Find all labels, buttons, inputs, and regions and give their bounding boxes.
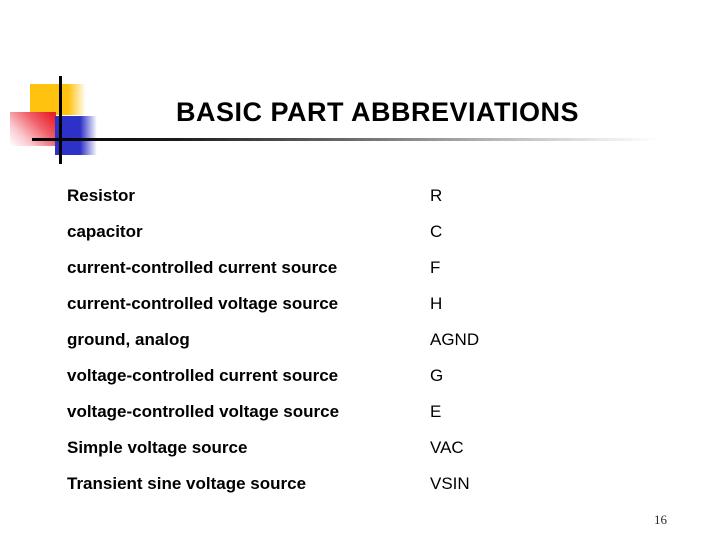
abbreviation-row: Simple voltage source VAC [67, 430, 627, 466]
page-number: 16 [654, 512, 667, 527]
part-name-label: voltage-controlled voltage source [67, 402, 340, 421]
title-underline-rule [32, 138, 680, 141]
part-abbreviation-label: VAC [430, 438, 464, 457]
part-abbreviation-label: VSIN [430, 474, 470, 493]
part-abbreviation-label: E [430, 402, 442, 421]
part-abbreviation-label: H [430, 294, 443, 313]
decoration-yellow-square [30, 84, 86, 115]
part-abbreviation-label: C [430, 222, 443, 241]
abbreviation-list: Resistor R capacitor C current-controlle… [67, 178, 627, 502]
abbreviation-row: current-controlled voltage source H [67, 286, 627, 322]
part-name-label: capacitor [67, 222, 143, 241]
abbreviation-row: ground, analog AGND [67, 322, 627, 358]
part-name-label: voltage-controlled current source [67, 366, 339, 385]
abbreviation-row: voltage-controlled current source G [67, 358, 627, 394]
part-abbreviation-label: AGND [430, 330, 480, 349]
abbreviation-row: Transient sine voltage source VSIN [67, 466, 627, 502]
decoration-blue-square [55, 116, 97, 155]
part-abbreviation-label: R [430, 186, 443, 205]
abbreviation-row: voltage-controlled voltage source E [67, 394, 627, 430]
part-name-label: current-controlled voltage source [67, 294, 339, 313]
abbreviation-row: Resistor R [67, 178, 627, 214]
part-abbreviation-label: G [430, 366, 444, 385]
part-name-label: Simple voltage source [67, 438, 248, 457]
decoration-vertical-line [59, 76, 62, 164]
slide-title: BASIC PART ABBREVIATIONS [176, 97, 580, 127]
abbreviation-row: capacitor C [67, 214, 627, 250]
part-name-label: Transient sine voltage source [67, 474, 307, 493]
part-name-label: Resistor [67, 186, 136, 205]
abbreviation-row: current-controlled current source F [67, 250, 627, 286]
part-abbreviation-label: F [430, 258, 441, 277]
part-name-label: current-controlled current source [67, 258, 338, 277]
part-name-label: ground, analog [67, 330, 190, 349]
